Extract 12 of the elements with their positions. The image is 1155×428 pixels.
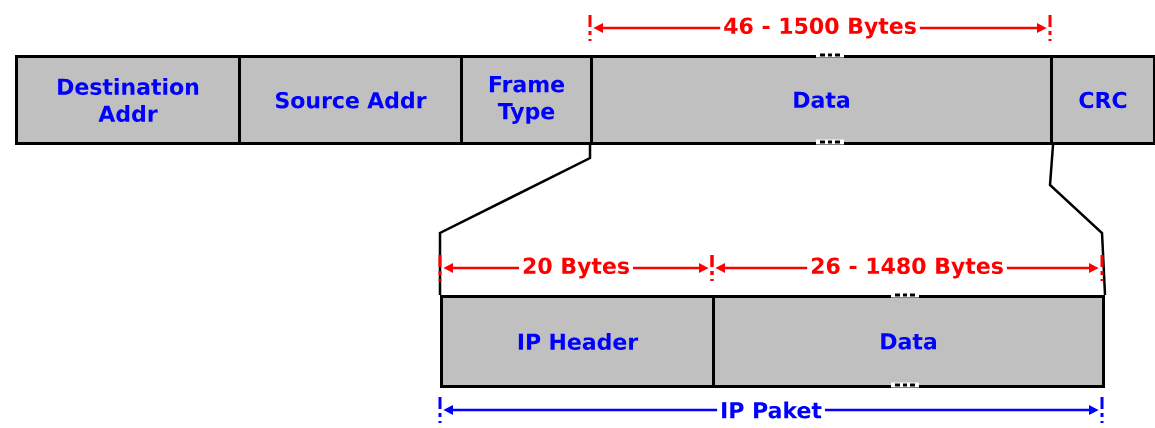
field-box: Source Addr [238,55,463,145]
field-box: Frame Type [460,55,593,145]
dimension-label: 26 - 1480 Bytes [807,254,1007,282]
zoom-line [1048,144,1107,296]
field-box: Data [712,295,1105,388]
zoom-line [438,145,592,295]
field-box: Destination Addr [15,55,241,145]
field-box: CRC [1050,55,1155,145]
dimension-label: 46 - 1500 Bytes [720,14,920,42]
field-box: IP Header [440,295,715,388]
dimension-label: IP Paket [717,398,825,422]
dimension-label: 20 Bytes [519,254,633,282]
